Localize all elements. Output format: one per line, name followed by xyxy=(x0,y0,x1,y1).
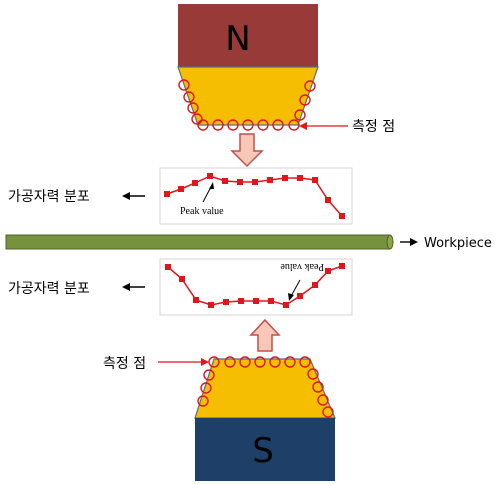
measurement-point xyxy=(294,109,306,121)
s-pole-block xyxy=(195,418,335,481)
force-marker xyxy=(238,298,244,304)
measurement-point xyxy=(307,368,319,380)
force-marker xyxy=(223,299,229,305)
measurement-point xyxy=(242,119,254,131)
force-marker xyxy=(267,177,273,183)
bottom-measurement-points xyxy=(197,356,334,418)
force-marker xyxy=(325,197,331,203)
force-marker xyxy=(207,173,213,179)
force-marker xyxy=(252,179,258,185)
left-arrow-icon-top xyxy=(122,192,145,200)
force-marker xyxy=(222,178,228,184)
force-distribution-label-bottom: 가공자력 분포 xyxy=(8,281,90,297)
force-marker xyxy=(325,268,331,274)
force-marker xyxy=(208,302,214,308)
peak-value-label-bottom: Peak value xyxy=(280,261,324,272)
force-marker xyxy=(339,263,345,269)
bottom-magnet: S xyxy=(194,356,336,481)
force-marker xyxy=(165,264,171,270)
down-arrow xyxy=(230,133,264,168)
measurement-point xyxy=(187,102,199,114)
measurement-point xyxy=(299,356,311,368)
top-measure-callout: 측정 점 xyxy=(299,119,395,135)
force-marker xyxy=(179,276,185,282)
force-marker xyxy=(164,191,170,197)
measurement-point xyxy=(317,394,329,406)
force-marker xyxy=(253,298,259,304)
force-marker xyxy=(237,179,243,185)
measurement-point xyxy=(272,119,284,131)
measurement-point xyxy=(197,395,209,407)
force-marker xyxy=(297,175,303,181)
measurement-point xyxy=(191,113,203,125)
top-force-markers xyxy=(164,173,345,219)
force-marker xyxy=(282,175,288,181)
measurement-point xyxy=(227,119,239,131)
measure-point-label-bottom: 측정 점 xyxy=(103,356,146,372)
top-magnet-tip xyxy=(177,66,319,126)
force-marker xyxy=(268,298,274,304)
force-marker xyxy=(193,297,199,303)
bottom-magnet-tip xyxy=(194,358,336,419)
measurement-point xyxy=(257,119,269,131)
measurement-point xyxy=(224,356,236,368)
force-marker xyxy=(339,213,345,219)
measurement-point xyxy=(200,382,212,394)
up-arrow xyxy=(249,318,281,352)
left-arrow-icon-bottom xyxy=(122,283,145,291)
top-magnet: N xyxy=(177,4,319,131)
measurement-point xyxy=(284,356,296,368)
measurement-point xyxy=(304,80,316,92)
s-pole-label: S xyxy=(252,431,274,471)
bottom-force-markers xyxy=(165,263,345,308)
bottom-measure-callout: 측정 점 xyxy=(103,356,209,372)
force-marker xyxy=(283,302,289,308)
workpiece-label: Workpiece xyxy=(424,236,492,251)
measurement-point xyxy=(254,356,266,368)
measurement-point xyxy=(288,119,300,131)
measurement-point xyxy=(269,356,281,368)
measure-point-label-top: 측정 점 xyxy=(352,119,395,135)
force-marker xyxy=(192,180,198,186)
measurement-point xyxy=(239,356,251,368)
top-measurement-points xyxy=(178,79,316,131)
measurement-point xyxy=(203,369,215,381)
right-arrow-icon xyxy=(400,238,418,246)
force-marker xyxy=(297,293,303,299)
measurement-point xyxy=(299,94,311,106)
force-distribution-label-top: 가공자력 분포 xyxy=(8,189,90,205)
measurement-point xyxy=(322,406,334,418)
force-marker xyxy=(178,186,184,192)
measurement-point xyxy=(212,119,224,131)
measurement-point xyxy=(178,79,190,91)
workpiece-rod xyxy=(5,234,394,250)
top-force-chart: Peak value xyxy=(159,167,353,225)
measurement-point xyxy=(183,91,195,103)
measurement-point xyxy=(312,381,324,393)
peak-value-label-top: Peak value xyxy=(180,206,224,217)
n-pole-label: N xyxy=(225,19,250,59)
force-marker xyxy=(312,177,318,183)
force-marker xyxy=(312,282,318,288)
n-pole-block xyxy=(178,4,318,67)
bottom-force-chart: Peak value xyxy=(159,258,353,316)
measurement-point xyxy=(197,119,209,131)
